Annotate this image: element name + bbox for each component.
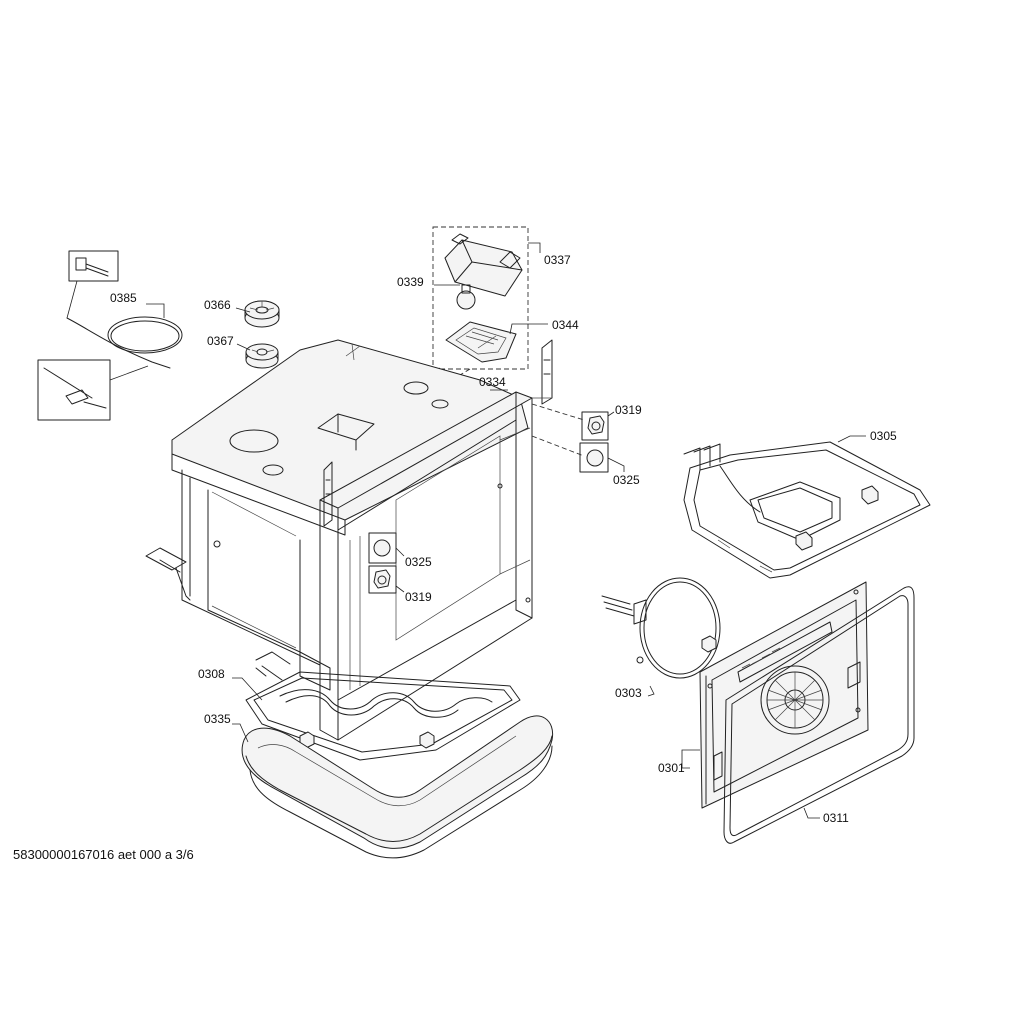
drawing-reference-code: 58300000167016 aet 000 a 3/6 [13, 847, 194, 862]
rear-panel-part [699, 581, 869, 809]
insulation-mat-part [241, 715, 554, 859]
leader-0319-top [607, 411, 615, 417]
leader-0319-mid [395, 585, 405, 593]
leader-0303 [647, 685, 655, 697]
support-pin-0325-mid-part [368, 532, 397, 564]
ring-heating-element-part [601, 577, 721, 679]
support-pin-0325-top-part [579, 442, 609, 473]
callout-0337: 0337 [544, 253, 571, 267]
leader-0366 [235, 307, 251, 313]
callout-0344: 0344 [552, 318, 579, 332]
leader-0305 [837, 435, 866, 443]
callout-0335: 0335 [204, 712, 231, 726]
knob-0366-part [244, 300, 280, 328]
callout-0325-top: 0325 [613, 473, 640, 487]
callout-0303: 0303 [615, 686, 642, 700]
support-pin-0319-mid-part [368, 565, 397, 594]
temperature-sensor-part [37, 250, 183, 421]
callout-0305: 0305 [870, 429, 897, 443]
leader-0367 [236, 343, 251, 351]
leader-0344 [509, 323, 548, 335]
callout-0311: 0311 [823, 811, 849, 825]
leader-0385 [146, 303, 165, 318]
leader-0311 [803, 807, 820, 819]
leader-0301 [681, 749, 700, 769]
lamp-bulb-part [456, 284, 476, 310]
support-pin-0319-top-part [581, 411, 609, 441]
callout-0334: 0334 [479, 375, 506, 389]
leader-0337 [528, 242, 541, 253]
lamp-housing-part [444, 233, 523, 297]
callout-0367: 0367 [207, 334, 234, 348]
lamp-assembly-group-box [432, 226, 529, 370]
support-projection-top [531, 403, 585, 457]
callout-0308: 0308 [198, 667, 225, 681]
callout-0319-mid: 0319 [405, 590, 432, 604]
lamp-cover-glass-part [445, 321, 517, 363]
grill-heating-element-part [683, 441, 931, 579]
callout-0366: 0366 [204, 298, 231, 312]
callout-0301: 0301 [658, 761, 685, 775]
knob-0367-part [245, 343, 279, 369]
oven-cavity-part [145, 339, 553, 741]
leader-0325-mid [395, 547, 405, 557]
callout-0385: 0385 [110, 291, 137, 305]
callout-0339: 0339 [397, 275, 424, 289]
door-seal-part [723, 586, 915, 844]
callout-0325-mid: 0325 [405, 555, 432, 569]
leader-0308 [232, 677, 263, 701]
leader-0325-top [607, 457, 625, 472]
leader-0335 [232, 723, 249, 743]
callout-0319-top: 0319 [615, 403, 642, 417]
